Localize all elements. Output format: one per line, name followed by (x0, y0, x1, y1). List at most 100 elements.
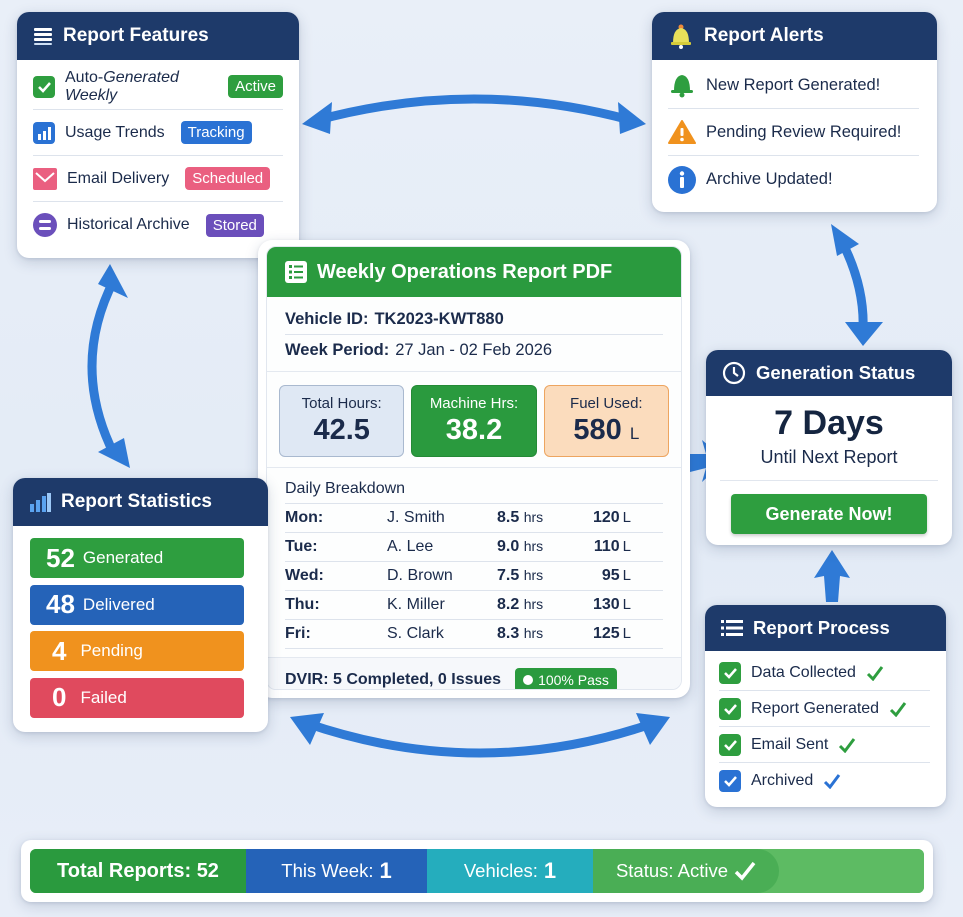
vehicle-id-line: Vehicle ID: TK2023-KWT880 (285, 305, 663, 335)
daily-breakdown-table: Daily Breakdown Mon:J. Smith 8.5 hrs 120… (267, 467, 681, 649)
check-square-icon (33, 75, 55, 98)
check-square-icon (719, 770, 741, 792)
status-badge-active: Active (228, 75, 283, 98)
list-icon (721, 618, 743, 638)
dvir-text: DVIR: 5 Completed, 0 Issues (285, 670, 502, 688)
check-square-icon (719, 697, 741, 720)
checkmark-icon (734, 861, 756, 881)
feature-usage-trends[interactable]: Usage Trends Tracking (33, 110, 283, 156)
kpi-total-hours: Total Hours: 42.5 (279, 385, 405, 457)
until-next-report-label: Until Next Report (720, 447, 938, 481)
bidirectional-arrow-top (302, 94, 646, 134)
week-period-label: Week Period: (285, 340, 390, 359)
status-badge-scheduled: Scheduled (185, 167, 271, 190)
check-square-icon (719, 733, 741, 756)
generation-status-title: Generation Status (756, 362, 916, 383)
clock-icon (722, 361, 746, 385)
document-checklist-icon (285, 261, 307, 283)
report-alerts-card: Report Alerts New Report Generated! Pend… (652, 12, 937, 212)
generation-status-card: Generation Status 7 Days Until Next Repo… (706, 350, 952, 545)
pass-badge: 100% Pass (515, 667, 617, 689)
bell-icon (668, 23, 694, 49)
process-step-archived: Archived (719, 763, 930, 799)
summary-this-week: This Week:1 (246, 849, 427, 893)
checkmark-icon (889, 701, 907, 717)
feature-label: Usage Trends (65, 123, 165, 141)
feature-auto-generated[interactable]: Auto-Generated Weekly Active (33, 64, 283, 110)
alert-label: Archive Updated! (706, 170, 833, 188)
vehicle-id-label: Vehicle ID: (285, 310, 369, 328)
summary-bar: Total Reports: 52 This Week:1 Vehicles:1… (21, 840, 933, 902)
kpi-machine-hours: Machine Hrs: 38.2 (411, 385, 537, 457)
feature-label: Historical Archive (67, 216, 190, 233)
daily-breakdown-title: Daily Breakdown (285, 476, 663, 504)
report-header: Weekly Operations Report PDF (267, 247, 681, 297)
summary-total-reports: Total Reports: 52 (30, 849, 246, 893)
week-period-value: 27 Jan - 02 Feb 2026 (395, 340, 553, 359)
process-step-report-generated: Report Generated (719, 691, 930, 727)
report-alerts-header: Report Alerts (652, 12, 937, 60)
dvir-summary: DVIR: 5 Completed, 0 Issues 100% Pass (267, 657, 681, 689)
status-badge-stored: Stored (205, 213, 264, 237)
list-stack-icon (33, 26, 53, 46)
report-title: Weekly Operations Report PDF (317, 260, 613, 283)
weekly-report-card: Weekly Operations Report PDF Vehicle ID:… (258, 240, 690, 698)
report-features-header: Report Features (17, 12, 299, 60)
arrow-up-to-generation (814, 550, 850, 602)
week-period-line: Week Period: 27 Jan - 02 Feb 2026 (285, 335, 663, 365)
summary-filler (779, 849, 924, 893)
checkmark-icon (823, 773, 841, 789)
generate-now-button[interactable]: Generate Now! (731, 494, 927, 534)
report-process-card: Report Process Data Collected Report Gen… (705, 605, 946, 807)
report-statistics-header: Report Statistics (13, 478, 268, 526)
alert-new-report[interactable]: New Report Generated! (668, 62, 919, 109)
alert-archive-updated[interactable]: Archive Updated! (668, 156, 919, 203)
bidirectional-arrow-bottom (290, 713, 670, 758)
bar-chart-icon (33, 121, 55, 144)
feature-historical-archive[interactable]: Historical Archive Stored (33, 202, 283, 248)
green-bell-icon (668, 72, 696, 98)
alert-pending-review[interactable]: Pending Review Required! (668, 109, 919, 156)
report-alerts-title: Report Alerts (704, 25, 824, 46)
envelope-icon (33, 167, 57, 190)
check-square-icon (719, 661, 741, 684)
feature-label: Email Delivery (67, 169, 170, 187)
checkmark-icon (866, 665, 884, 681)
alert-label: Pending Review Required! (706, 122, 902, 141)
summary-status: Status: Active (593, 849, 779, 893)
vehicle-id-value: TK2023-KWT880 (374, 310, 504, 328)
generation-status-header: Generation Status (706, 350, 952, 396)
process-step-data-collected: Data Collected (719, 655, 930, 691)
process-step-email-sent: Email Sent (719, 727, 930, 763)
archive-icon (33, 213, 57, 237)
dot-icon (523, 674, 534, 685)
days-until-next: 7 Days (774, 404, 884, 442)
bar-chart-icon (29, 492, 51, 512)
warning-triangle-icon (668, 119, 696, 145)
report-process-title: Report Process (753, 617, 890, 638)
status-badge-tracking: Tracking (180, 121, 252, 144)
summary-vehicles: Vehicles:1 (427, 849, 593, 893)
kpi-fuel-used: Fuel Used: 580 L (543, 385, 669, 457)
feature-email-delivery[interactable]: Email Delivery Scheduled (33, 156, 283, 202)
bidirectional-arrow-right (831, 224, 883, 346)
info-circle-icon (668, 165, 696, 194)
report-features-card: Report Features Auto-Generated Weekly Ac… (17, 12, 299, 258)
checkmark-icon (838, 737, 856, 753)
alert-label: New Report Generated! (706, 75, 881, 94)
report-process-header: Report Process (705, 605, 946, 651)
report-statistics-title: Report Statistics (61, 491, 212, 512)
feature-label: Auto-Generated Weekly (65, 68, 179, 104)
report-features-title: Report Features (63, 25, 209, 46)
bidirectional-arrow-left (87, 264, 130, 468)
